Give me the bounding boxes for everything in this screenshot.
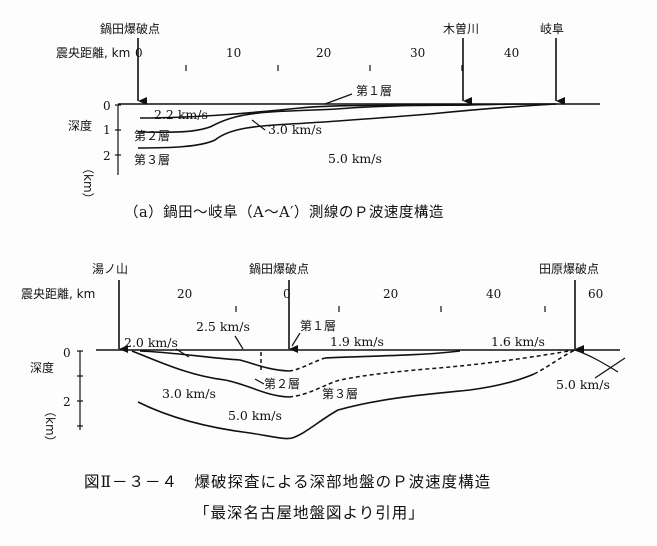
leader-line: [324, 93, 353, 105]
leader-line: [175, 348, 190, 358]
velocity-label: 5.0 km/s: [228, 408, 282, 423]
leader-line: [251, 119, 266, 131]
y-tick-label: 2: [103, 149, 111, 163]
marker-label-nabeta: 鍋田爆破点: [249, 261, 309, 276]
diagram-a: 鍋田爆破点 木曽川 岐阜 震央距離, km 0 10 20 30 40 深度 （…: [56, 21, 600, 221]
x-tick-label: 40: [486, 287, 501, 301]
depth-unit-label: （km）: [43, 405, 57, 448]
boundary-right: [574, 349, 619, 373]
y-tick-label: 1: [103, 123, 111, 137]
boundary-layer-1-dashed: [288, 357, 326, 372]
marker-label-nabeta: 鍋田爆破点: [100, 21, 160, 36]
x-tick-label: 20: [177, 287, 192, 301]
layer-2-label: 第２層: [134, 129, 170, 143]
leader-line: [291, 332, 301, 347]
velocity-label: 1.6 km/s: [491, 334, 545, 349]
velocity-label: 5.0 km/s: [556, 377, 610, 392]
y-tick-label: 0: [103, 99, 111, 113]
x-tick-label: 30: [410, 46, 425, 60]
figure-caption: 図Ⅱ－３－４ 爆破探査による深部地盤のＰ波速度構造: [84, 472, 491, 491]
velocity-label: 1.9 km/s: [330, 334, 384, 349]
figure-source: 「最深名古屋地盤図より引用」: [194, 504, 425, 522]
layer-3-label: 第３層: [322, 387, 358, 401]
x-minor-ticks: [185, 65, 463, 71]
boundary-layer-1: [139, 350, 290, 372]
leader-line: [594, 357, 626, 379]
diagram-b: 湯ノ山 鍋田爆破点 田原爆破点 震央距離, km 20 0 20 40 60 深…: [21, 261, 626, 448]
depth-label: 深度: [68, 118, 92, 133]
velocity-label: 5.0 km/s: [328, 151, 382, 166]
boundary-layer-2: [131, 350, 290, 398]
leader-line: [254, 378, 265, 385]
layer-1-label: 第１層: [356, 84, 392, 98]
diagram-a-caption: （a）鍋田〜岐阜（A〜A′）測線のＰ波速度構造: [124, 204, 444, 221]
depth-label: 深度: [30, 360, 54, 375]
velocity-label: 2.2 km/s: [154, 107, 208, 122]
boundary-layer-3: [137, 103, 557, 149]
layer-3-label: 第３層: [134, 153, 170, 167]
x-tick-label: 0: [283, 287, 291, 301]
x-tick-label: 60: [588, 287, 603, 301]
x-minor-ticks: [235, 306, 546, 312]
marker-label-yunoyama: 湯ノ山: [92, 262, 128, 276]
marker-label-tahara: 田原爆破点: [539, 261, 599, 276]
boundary-layer-1: [324, 350, 461, 359]
x-tick-label: 10: [226, 46, 241, 60]
leader-line: [234, 335, 244, 350]
boundary-layer-3: [137, 373, 535, 440]
x-tick-label: 20: [316, 46, 331, 60]
layer-2-label: 第２層: [264, 377, 300, 391]
y-tick-label: 0: [63, 346, 71, 360]
x-tick-label: 20: [383, 287, 398, 301]
velocity-label: 2.0 km/s: [124, 335, 178, 350]
boundary-layer-3-dashed: [533, 349, 576, 375]
velocity-label: 2.5 km/s: [196, 319, 250, 334]
velocity-label: 3.0 km/s: [268, 122, 322, 137]
boundary-layer-1: [139, 103, 557, 119]
epicentral-distance-label: 震央距離, km: [56, 46, 130, 60]
marker-label-kisogawa: 木曽川: [443, 21, 479, 36]
velocity-label: 3.0 km/s: [162, 386, 216, 401]
epicentral-distance-label: 震央距離, km: [21, 287, 95, 301]
x-tick-label: 40: [504, 46, 519, 60]
y-tick-label: 2: [63, 395, 71, 409]
boundary-layer-2: [137, 104, 471, 134]
marker-label-gifu: 岐阜: [540, 22, 564, 36]
depth-unit-label: （km）: [81, 162, 95, 205]
layer-1-label: 第１層: [300, 319, 336, 333]
x-tick-label: 0: [135, 46, 143, 60]
boundary-layer-2-dashed: [288, 349, 576, 398]
